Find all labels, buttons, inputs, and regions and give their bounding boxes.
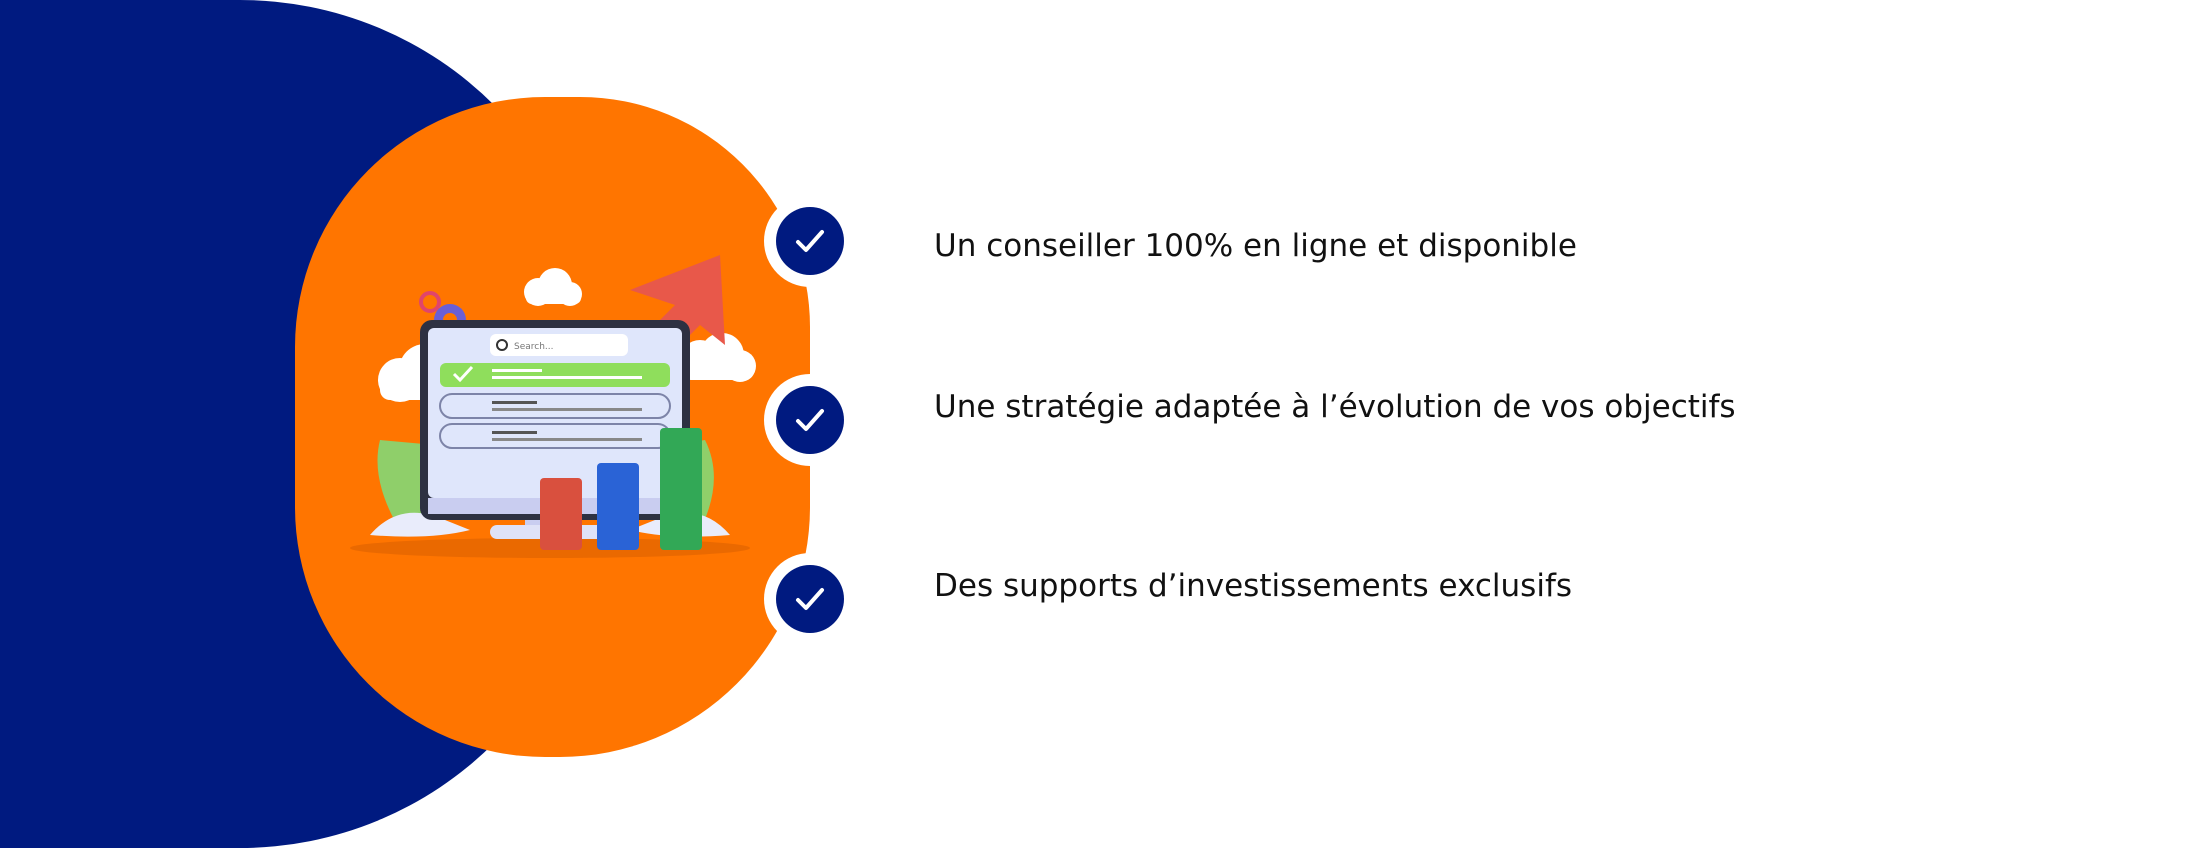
search-placeholder: Search... bbox=[514, 342, 554, 352]
check-badge-1 bbox=[764, 195, 856, 287]
computer-dashboard-illustration: Search... bbox=[350, 255, 756, 558]
feature-text-2: Une stratégie adaptée à l’évolution de v… bbox=[934, 389, 1736, 425]
feature-text-3: Des supports d’investissements exclusifs bbox=[934, 568, 1573, 604]
check-icon bbox=[796, 230, 824, 252]
check-icon bbox=[796, 409, 824, 431]
check-badge-3 bbox=[764, 553, 856, 645]
check-icon bbox=[796, 588, 824, 610]
feature-text-1: Un conseiller 100% en ligne et disponibl… bbox=[934, 228, 1577, 264]
check-badge-2 bbox=[764, 374, 856, 466]
